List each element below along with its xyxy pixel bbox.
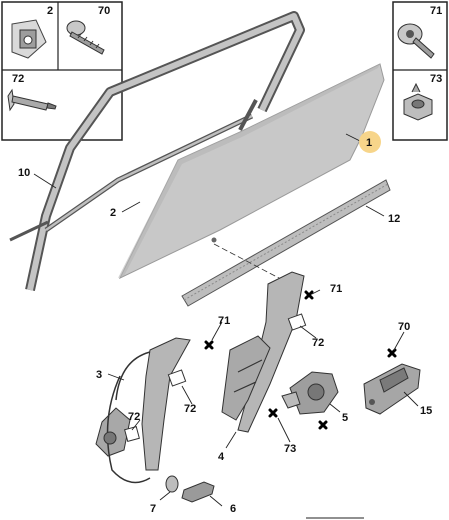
rivet-icon <box>7 88 57 112</box>
legend-box-left: 2 70 72 <box>1 1 123 141</box>
legend-label-72: 72 <box>12 73 24 85</box>
flange-screw-icon <box>397 23 435 59</box>
screw-icon <box>66 20 105 55</box>
leader-lines <box>33 133 419 507</box>
legend-label-70: 70 <box>98 5 110 17</box>
callout-4: 4 <box>218 451 225 463</box>
callout-71-left: 71 <box>218 315 230 327</box>
fastener-markers <box>204 290 397 430</box>
part-1-badge <box>359 131 381 153</box>
callout-2: 2 <box>110 207 116 219</box>
callout-3: 3 <box>96 369 102 381</box>
callout-70: 70 <box>398 321 410 333</box>
legend-box-right: 71 73 <box>392 1 448 141</box>
callout-10: 10 <box>18 167 30 179</box>
callout-15: 15 <box>420 405 432 417</box>
callout-73: 73 <box>284 443 296 455</box>
door-glass <box>118 63 385 280</box>
callout-72-center: 72 <box>184 403 196 415</box>
handle-cap <box>165 475 179 493</box>
callout-5: 5 <box>342 412 348 424</box>
glass-channel <box>181 179 391 307</box>
callout-72-right: 72 <box>312 337 324 349</box>
callout-72-left: 72 <box>128 411 140 423</box>
regulator-left <box>95 337 191 484</box>
callout-1: 1 <box>366 137 372 149</box>
callout-12: 12 <box>388 213 400 225</box>
nut-icon <box>403 82 433 121</box>
window-switch-panel <box>363 363 421 415</box>
crank-handle <box>181 481 215 503</box>
legend-label-2: 2 <box>47 5 53 17</box>
callout-7: 7 <box>150 503 156 515</box>
clip-icon <box>11 19 47 59</box>
door-frame-seal <box>9 11 305 292</box>
callout-71-right: 71 <box>330 283 342 295</box>
legend-label-73: 73 <box>430 73 442 85</box>
regulator-center <box>221 271 307 433</box>
legend-label-71: 71 <box>430 5 442 17</box>
callout-6: 6 <box>230 503 236 515</box>
regulator-motor <box>281 371 339 415</box>
